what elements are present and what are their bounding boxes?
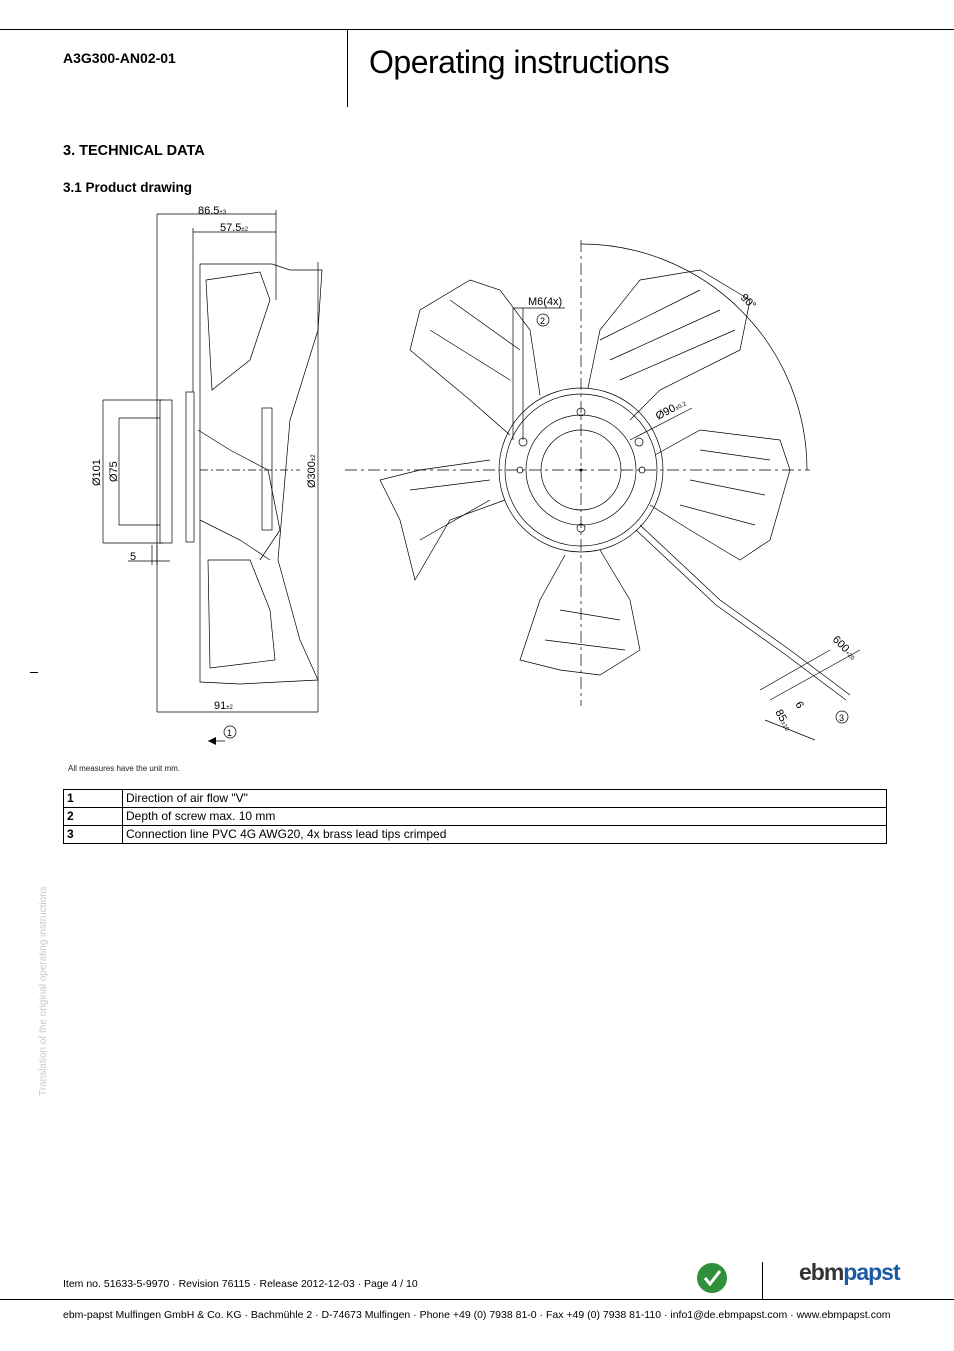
legend-table: 1 Direction of air flow "V" 2 Depth of s… [63,789,887,844]
dim-d101-label: Ø101 [91,459,103,486]
section-title: 3. TECHNICAL DATA [63,143,205,159]
callout-1-circle [223,725,237,739]
dim-top1-label: 86.5±3 [198,205,227,217]
dim-d75-label: Ø75 [108,461,120,482]
translation-note: Translation of the original operating in… [38,886,49,1096]
legend-number: 3 [63,825,123,844]
dim-top2-label: 57.5±2 [220,222,249,234]
table-row: 1 Direction of air flow "V" [63,789,887,808]
legend-number: 1 [63,789,123,808]
document-title: Operating instructions [369,44,670,80]
callout-2: 2 [540,316,545,326]
callout-3: 3 [839,713,844,723]
dim-6-label: 6 [792,700,805,711]
legend-text: Direction of air flow "V" [122,789,887,808]
callout-2-circle [536,313,550,327]
callout-1: 1 [227,728,232,738]
model-number: A3G300-AN02-01 [63,50,176,66]
table-row: 2 Depth of screw max. 10 mm [63,807,887,826]
header-top-rule [0,29,954,30]
footer-meta: Item no. 51633-5-9970 · Revision 76115 ·… [63,1278,418,1290]
product-drawing: 86.5±3 57.5±2 Ø101 Ø75 5 Ø300±2 91±2 1 M… [91,205,861,745]
units-note: All measures have the unit mm. [68,764,181,773]
dim-bottom-label: 91±2 [214,700,234,712]
greentech-badge-icon [697,1263,727,1293]
legend-text: Depth of screw max. 10 mm [122,807,887,826]
legend-number: 2 [63,807,123,826]
callout-3-circle [835,710,849,724]
margin-tick [30,672,38,673]
footer-brand-divider [762,1262,763,1300]
legend-text: Connection line PVC 4G AWG20, 4x brass l… [122,825,887,844]
dim-5-label: 5 [130,551,136,563]
footer-address: ebm-papst Mulfingen GmbH & Co. KG · Bach… [63,1309,891,1321]
dim-d300-label: Ø300±2 [306,454,318,488]
dim-85-label: 85±10 [772,708,794,734]
header-divider [347,29,348,107]
footer-rule [0,1299,954,1300]
table-row: 3 Connection line PVC 4G AWG20, 4x brass… [63,825,887,844]
screw-label: M6(4x) [528,296,562,308]
subsection-title: 3.1 Product drawing [63,180,193,195]
brand-logo: ebmpapst [799,1259,901,1285]
